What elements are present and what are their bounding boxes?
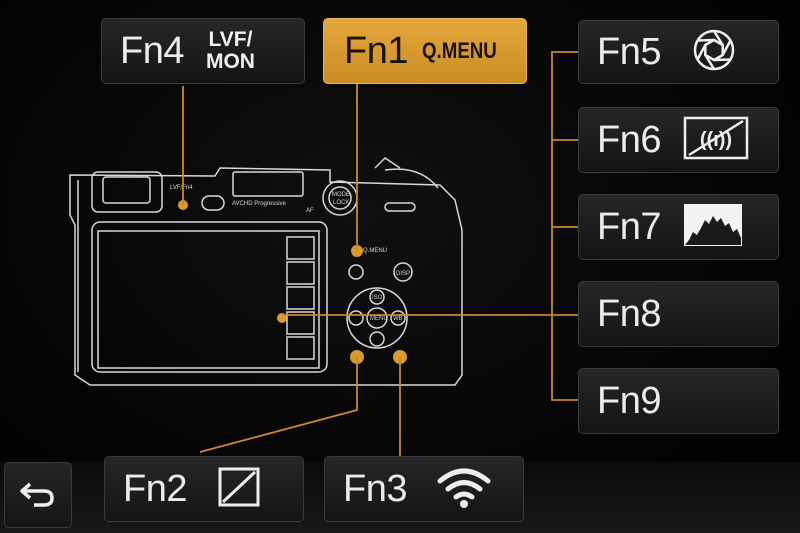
fn4-assignment: LVF/ MON — [206, 29, 255, 73]
fn3-button[interactable]: Fn3 — [324, 456, 524, 522]
camera-qmenu-text: Q.MENU — [363, 248, 387, 254]
camera-disp-text: DISP — [396, 271, 410, 277]
back-arrow-icon — [20, 478, 56, 513]
camera-mode-text: MODE — [332, 192, 350, 198]
camera-lock-text: LOCK — [333, 200, 349, 206]
fn4-button[interactable]: Fn4 LVF/ MON — [101, 18, 305, 84]
camera-lvf-text: LVF/Fn4 — [170, 185, 193, 191]
fn4-assignment-line2: MON — [205, 50, 255, 73]
camera-iso-text: ISO — [372, 295, 383, 301]
back-button[interactable] — [4, 462, 72, 528]
fn6-button[interactable]: Fn6 ((ı)) — [578, 107, 779, 173]
fn2-label: Fn2 — [123, 467, 187, 510]
camera-af-text: AF — [306, 208, 314, 214]
histogram-icon — [683, 202, 743, 253]
svg-text:((ı)): ((ı)) — [700, 129, 732, 151]
camera-wb-text: WB — [393, 316, 403, 322]
fn6-label: Fn6 — [597, 118, 661, 161]
aperture-icon — [691, 27, 737, 78]
fn3-label: Fn3 — [343, 467, 407, 510]
silent-mode-icon: ((ı)) — [683, 115, 749, 166]
wifi-icon — [435, 465, 493, 514]
fn8-button[interactable]: Fn8 — [578, 281, 779, 347]
fn9-label: Fn9 — [597, 379, 661, 422]
fn7-label: Fn7 — [597, 205, 661, 248]
camera-brand-text: AVCHD Progressive — [232, 201, 287, 207]
fn1-assignment: Q.MENU — [421, 38, 497, 63]
fn5-label: Fn5 — [597, 30, 661, 73]
fn2-button[interactable]: Fn2 — [104, 456, 304, 522]
fn1-button[interactable]: Fn1 Q.MENU — [323, 18, 527, 84]
fn9-button[interactable]: Fn9 — [578, 368, 779, 434]
exposure-icon — [217, 467, 261, 512]
fn4-assignment-line1: LVF/ — [208, 28, 253, 51]
fn5-button[interactable]: Fn5 — [578, 20, 779, 84]
fn8-label: Fn8 — [597, 292, 661, 335]
fn4-label: Fn4 — [120, 29, 184, 72]
fn7-button[interactable]: Fn7 — [578, 194, 779, 260]
fn1-label: Fn1 — [344, 29, 408, 72]
camera-menu-text: MENU — [370, 316, 388, 322]
